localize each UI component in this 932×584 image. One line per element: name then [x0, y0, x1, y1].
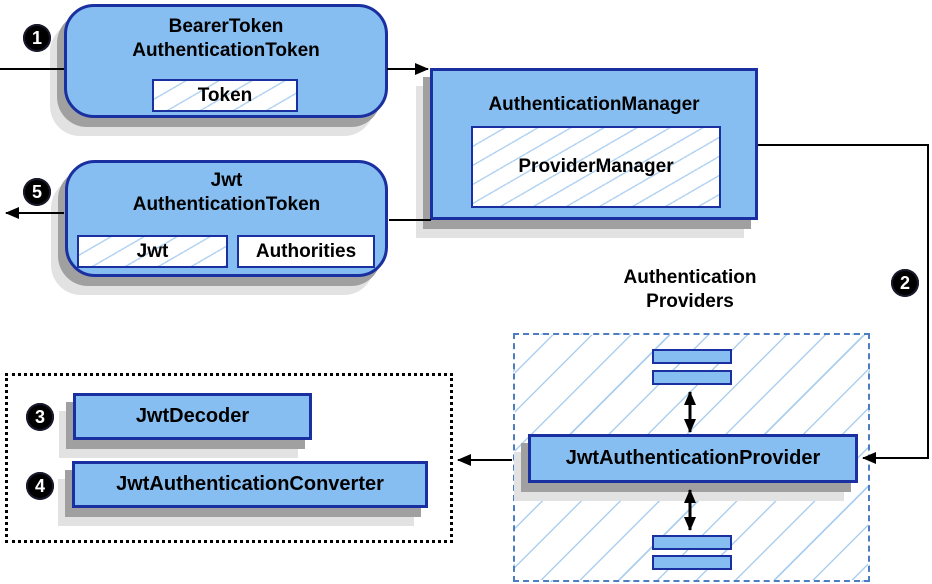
jwt-chip-label: Jwt — [136, 240, 169, 262]
step-5-badge: 5 — [23, 178, 51, 206]
jwt-decoder-label: JwtDecoder — [135, 405, 250, 427]
provider-manager-chip-label: ProviderManager — [518, 156, 674, 177]
step-3-badge: 3 — [26, 403, 54, 431]
authentication-manager-node: AuthenticationManager ProviderManager — [430, 68, 758, 220]
jwt-authentication-token-title: Jwt AuthenticationToken — [132, 170, 321, 215]
token-chip: Token — [152, 79, 298, 112]
jwt-authentication-converter-node: JwtAuthenticationConverter — [72, 461, 428, 508]
authentication-providers-group: JwtAuthenticationProvider — [513, 333, 870, 582]
jwt-chip: Jwt — [77, 235, 228, 268]
step-4-badge: 4 — [26, 472, 54, 500]
bearer-token-authentication-token-node: BearerToken AuthenticationToken Token — [64, 4, 388, 118]
authorities-chip: Authorities — [237, 235, 375, 268]
provider-stack-bar — [652, 370, 732, 385]
jwt-decoder-node: JwtDecoder — [73, 393, 312, 440]
jwt-authentication-provider-label: JwtAuthenticationProvider — [565, 447, 821, 469]
token-chip-label: Token — [197, 84, 253, 106]
jwt-authentication-token-node: Jwt AuthenticationToken Jwt Authorities — [65, 160, 388, 277]
provider-stack-bar — [652, 555, 732, 570]
provider-stack-bar — [652, 349, 732, 364]
step-1-badge: 1 — [23, 24, 51, 52]
step-2-badge: 2 — [891, 269, 919, 297]
provider-manager-chip: ProviderManager — [471, 126, 721, 208]
provider-stack-bar — [652, 535, 732, 550]
authentication-providers-label: Authentication Providers — [623, 267, 757, 312]
jwt-authentication-converter-label: JwtAuthenticationConverter — [116, 473, 384, 495]
jwt-authentication-provider-node: JwtAuthenticationProvider — [528, 434, 858, 483]
bearer-token-title: BearerToken AuthenticationToken — [132, 16, 320, 61]
authentication-manager-title: AuthenticationManager — [488, 94, 700, 115]
authorities-chip-label: Authorities — [255, 240, 357, 262]
